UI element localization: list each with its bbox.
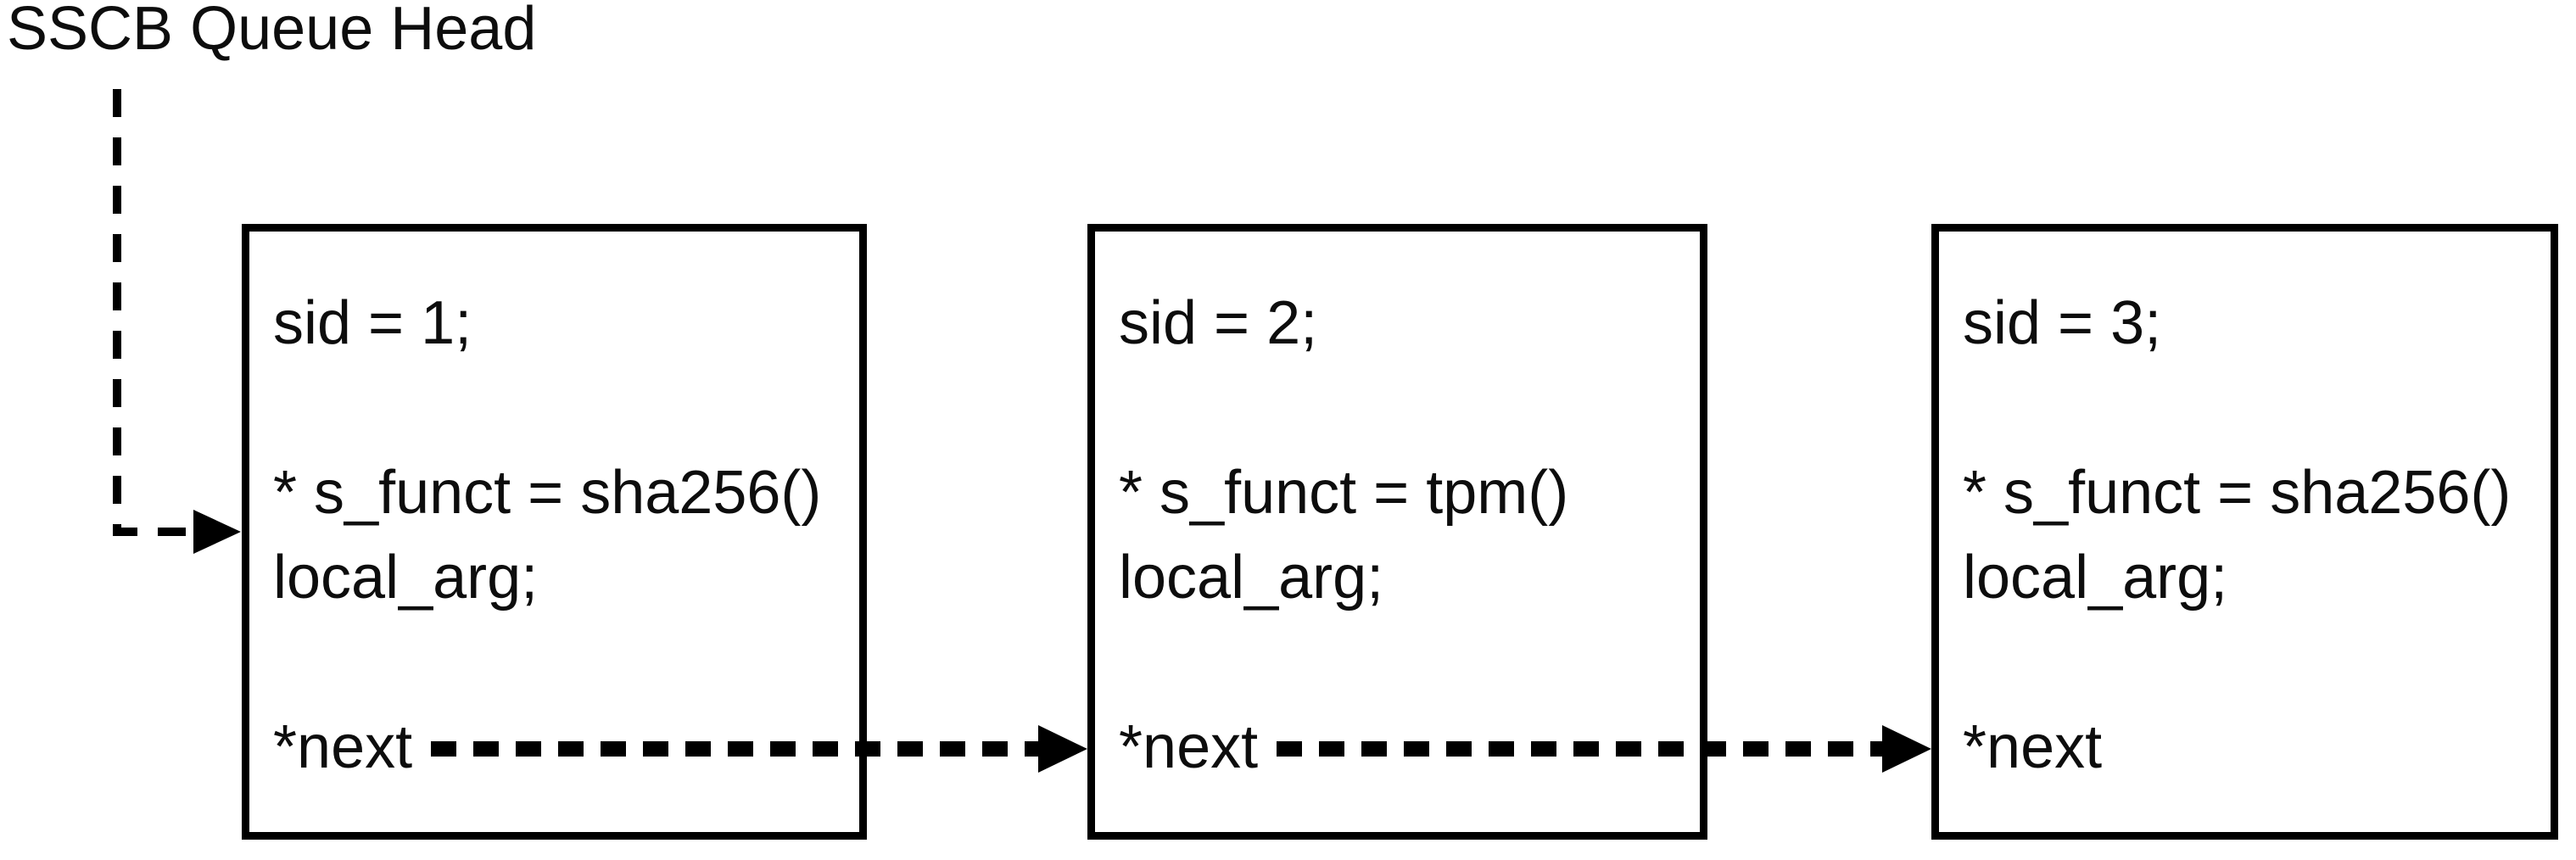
node-2-sfunct-line: * s_funct = tpm() bbox=[1119, 459, 1569, 527]
sscb-node-2: sid = 2; * s_funct = tpm() local_arg; *n… bbox=[1087, 224, 1707, 840]
sscb-node-3: sid = 3; * s_funct = sha256() local_arg;… bbox=[1931, 224, 2558, 840]
node-3-sfunct-line: * s_funct = sha256() bbox=[1963, 459, 2512, 527]
next-arrow-1-arrowhead bbox=[1038, 725, 1087, 773]
node-2-localarg-line: local_arg; bbox=[1119, 544, 1384, 611]
node-3-next-line: *next bbox=[1963, 713, 2103, 781]
queue-head-label: SSCB Queue Head bbox=[7, 0, 537, 63]
node-2-next-line: *next bbox=[1119, 713, 1259, 781]
head-pointer-dashed-line bbox=[113, 89, 192, 536]
node-1-sid-line: sid = 1; bbox=[273, 289, 472, 357]
node-3-localarg-line: local_arg; bbox=[1963, 544, 2228, 611]
head-pointer-arrowhead bbox=[193, 510, 241, 554]
sscb-node-1: sid = 1; * s_funct = sha256() local_arg;… bbox=[242, 224, 867, 840]
node-1-next-line: *next bbox=[273, 713, 413, 781]
node-3-sid-line: sid = 3; bbox=[1963, 289, 2162, 357]
node-1-sfunct-line: * s_funct = sha256() bbox=[273, 459, 822, 527]
node-2-sid-line: sid = 2; bbox=[1119, 289, 1318, 357]
next-arrow-2-arrowhead bbox=[1882, 725, 1931, 773]
node-1-localarg-line: local_arg; bbox=[273, 544, 539, 611]
